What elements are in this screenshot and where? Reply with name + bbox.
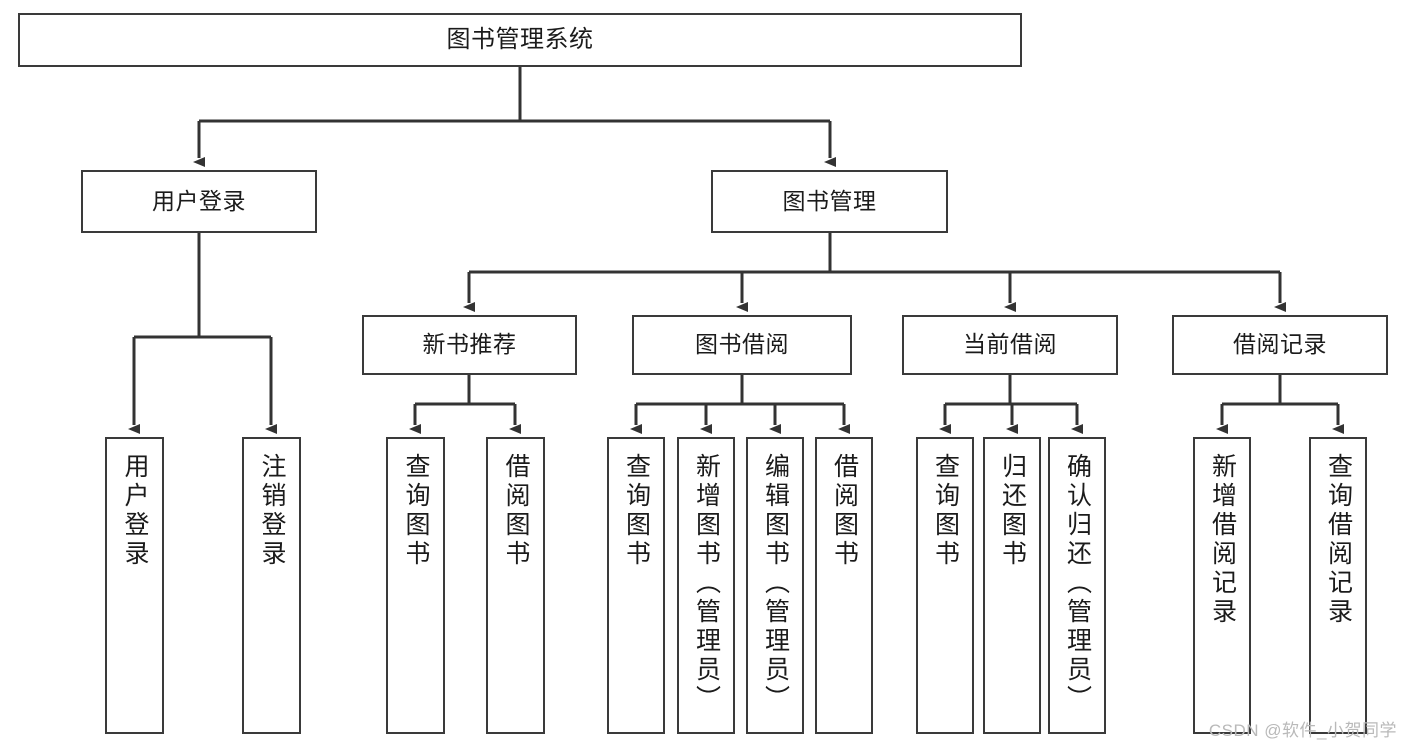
leaf-borrow-book-recommend[interactable]: 借阅图书 (486, 437, 545, 734)
node-label: 图书借阅 (695, 331, 789, 358)
leaf-edit-book-admin[interactable]: 编辑图书（管理员） (746, 437, 804, 734)
node-label: 确认归还（管理员） (1063, 453, 1092, 714)
node-new-book-recommend[interactable]: 新书推荐 (362, 315, 577, 375)
node-book-management[interactable]: 图书管理 (711, 170, 948, 233)
node-label: 新书推荐 (422, 331, 517, 358)
leaf-user-logout[interactable]: 注销登录 (242, 437, 301, 734)
leaf-add-book-admin[interactable]: 新增图书（管理员） (677, 437, 735, 734)
node-label: 新增借阅记录 (1208, 453, 1237, 627)
node-label: 当前借阅 (963, 331, 1057, 358)
node-label: 查询图书 (931, 453, 960, 569)
leaf-user-login[interactable]: 用户登录 (105, 437, 164, 734)
node-label: 用户登录 (152, 187, 246, 214)
node-label: 查询借阅记录 (1324, 453, 1353, 627)
node-user-login[interactable]: 用户登录 (81, 170, 317, 233)
leaf-query-book-current[interactable]: 查询图书 (916, 437, 974, 734)
node-label: 新增图书（管理员） (692, 453, 721, 714)
leaf-query-borrow-record[interactable]: 查询借阅记录 (1309, 437, 1367, 734)
node-label: 注销登录 (258, 453, 286, 569)
leaf-borrow-book[interactable]: 借阅图书 (815, 437, 873, 734)
node-label: 查询图书 (402, 453, 430, 569)
node-label: 编辑图书（管理员） (761, 453, 790, 714)
node-book-borrow[interactable]: 图书借阅 (632, 315, 852, 375)
node-label: 借阅图书 (502, 453, 530, 569)
node-label: 归还图书 (998, 453, 1027, 569)
node-label: 图书管理 (782, 187, 877, 214)
csdn-watermark: CSDN @软件_小贺同学 (1208, 721, 1397, 740)
node-label: 借阅图书 (830, 453, 859, 569)
node-borrow-record[interactable]: 借阅记录 (1172, 315, 1388, 375)
node-label: 图书管理系统 (446, 25, 594, 53)
leaf-query-book-recommend[interactable]: 查询图书 (386, 437, 445, 734)
node-label: 查询图书 (622, 453, 651, 569)
leaf-add-borrow-record[interactable]: 新增借阅记录 (1193, 437, 1251, 734)
leaf-confirm-return-admin[interactable]: 确认归还（管理员） (1048, 437, 1106, 734)
node-label: 用户登录 (121, 453, 149, 569)
node-current-borrow[interactable]: 当前借阅 (902, 315, 1118, 375)
node-root-book-management-system[interactable]: 图书管理系统 (18, 13, 1022, 67)
leaf-return-book[interactable]: 归还图书 (983, 437, 1041, 734)
leaf-query-book-borrow[interactable]: 查询图书 (607, 437, 665, 734)
node-label: 借阅记录 (1233, 331, 1327, 358)
